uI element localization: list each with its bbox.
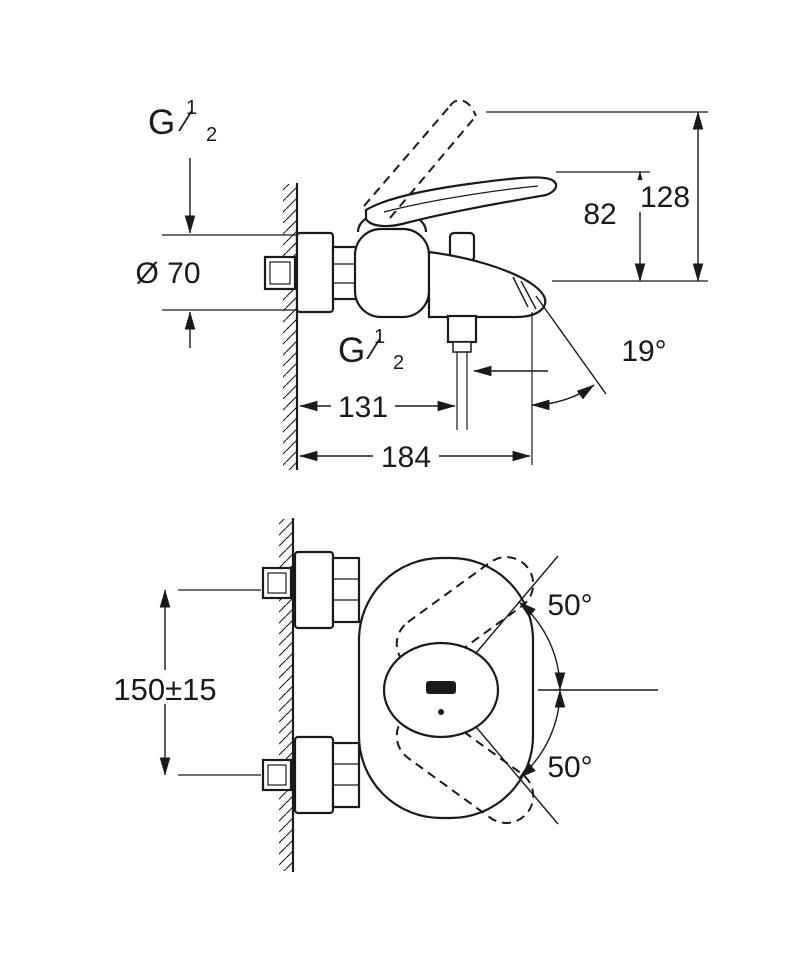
dimension-escutcheon-diameter: Ø 70	[135, 158, 296, 348]
aerator-detail	[520, 280, 537, 310]
swing-arc-lower	[518, 689, 566, 779]
cap-index-dot	[438, 709, 444, 715]
dimension-wall-to-outlet: 131	[299, 390, 456, 424]
wall-to-outlet-value: 131	[338, 391, 388, 424]
dimension-spout-angle: 19°	[531, 295, 667, 465]
mixer-body-side	[353, 227, 431, 319]
svg-text:2: 2	[393, 352, 404, 374]
swing-angle-lower-value: 50°	[547, 751, 592, 784]
swing-angle-upper-value: 50°	[547, 589, 592, 622]
union-nut-side	[331, 245, 359, 301]
aerator-detail	[512, 276, 529, 308]
wall-to-spout-tip-value: 184	[381, 441, 431, 474]
spout-angle-value: 19°	[621, 335, 666, 368]
lever-raised-dashed	[363, 99, 477, 219]
escutcheon-front-upper	[293, 550, 335, 630]
front-view: 50° 50° 150±15	[100, 518, 658, 872]
shower-outlet-side	[446, 314, 478, 344]
escutcheon-diameter-value: Ø 70	[135, 257, 200, 290]
side-view: G 1 ⁄ 2 Ø 70 82 128	[135, 97, 708, 474]
connection-spacing-value: 150±15	[113, 672, 216, 707]
outlet-thread-label: G	[338, 331, 365, 370]
svg-text:1: 1	[186, 97, 197, 119]
dimension-heights: 82 128	[486, 111, 708, 282]
shower-outlet-thread	[452, 341, 472, 353]
union-nut-front-lower	[331, 741, 361, 809]
supply-elbow-inner	[269, 261, 291, 285]
supply-elbow-inner-lower	[267, 764, 287, 786]
wall-hatch-side	[283, 184, 297, 470]
lower-connection	[261, 735, 361, 815]
dimension-connection-spacing: 150±15	[100, 589, 261, 776]
supply-elbow-inner-upper	[267, 572, 287, 594]
dimension-inlet-thread: G 1 ⁄ 2	[148, 97, 217, 146]
lever-handle-side	[364, 176, 558, 228]
inlet-thread-label: G	[148, 103, 175, 142]
dimension-outlet-thread: G 1 ⁄ 2	[338, 326, 548, 377]
max-height-value: 128	[640, 181, 690, 214]
upper-connection	[261, 550, 361, 630]
union-nut-front-upper	[331, 556, 361, 624]
brand-logo	[426, 681, 456, 694]
swing-leg-lower	[470, 720, 559, 825]
escutcheon-front-lower	[293, 735, 335, 815]
swing-arc-upper	[518, 601, 566, 691]
svg-text:2: 2	[206, 124, 217, 146]
spout-side	[427, 250, 547, 319]
lever-detail-line	[383, 185, 539, 213]
lever-height-value: 82	[583, 198, 616, 231]
dimension-wall-to-spout-tip: 184	[299, 440, 531, 474]
escutcheon-side	[295, 231, 335, 314]
svg-text:1: 1	[374, 326, 385, 348]
swing-leg-upper	[470, 555, 559, 660]
